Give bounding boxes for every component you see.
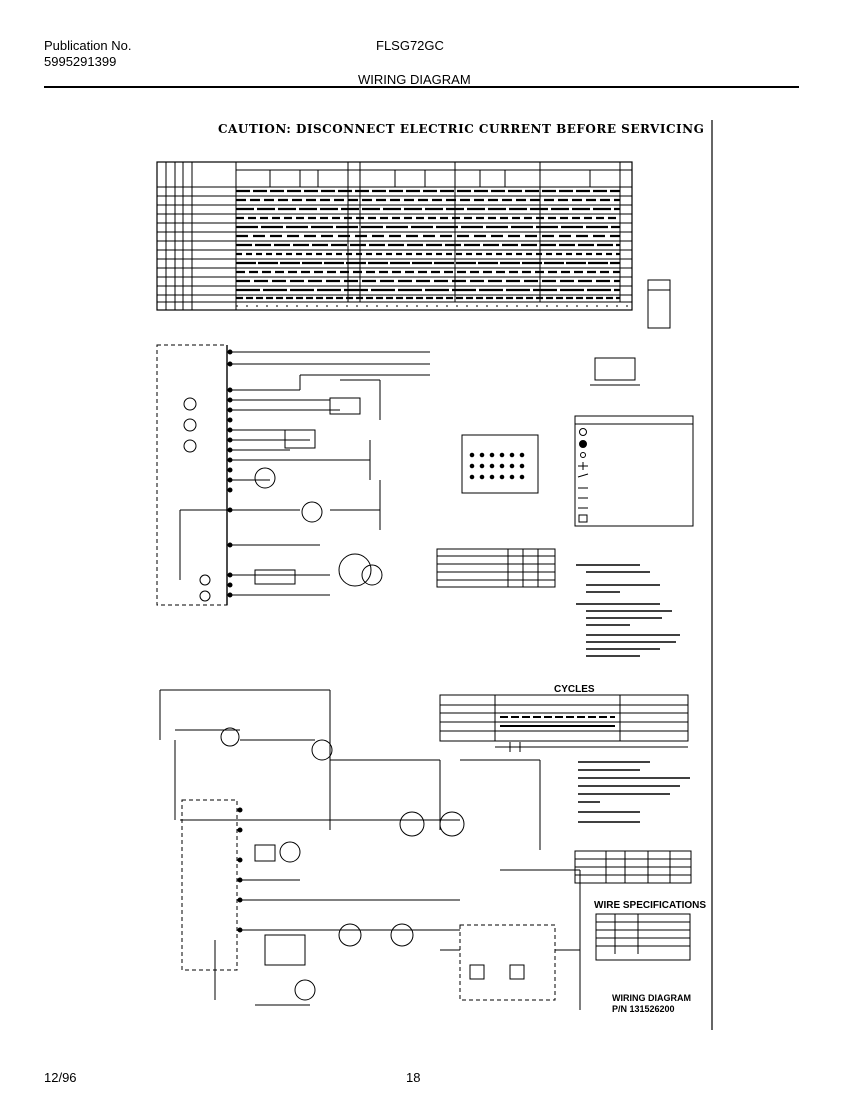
wire-specs-heading: WIRE SPECIFICATIONS <box>594 900 707 911</box>
caution-text: CAUTION: DISCONNECT ELECTRIC CURRENT BEF… <box>218 122 705 136</box>
diagram-caption-line2: P/N 131526200 <box>612 1004 675 1014</box>
footer-date: 12/96 <box>44 1070 77 1085</box>
cycles-notes-lines <box>578 761 690 823</box>
selector-table <box>436 548 556 588</box>
header-rule <box>44 86 799 88</box>
publication-label: Publication No. <box>44 38 132 53</box>
notes-text-lines <box>576 564 680 657</box>
wire-specs-table <box>595 913 691 961</box>
washer-schematic <box>156 344 430 606</box>
cycles-heading: CYCLES <box>554 684 595 695</box>
plug-detail <box>461 434 539 494</box>
page-number: 18 <box>406 1070 421 1085</box>
model-number: FLSG72GC <box>376 38 444 53</box>
cycles-table <box>439 694 689 752</box>
symbol-legend <box>574 415 694 527</box>
publication-number: 5995291399 <box>44 54 117 69</box>
dryer-schematic <box>159 689 581 1010</box>
subassembly-detail <box>590 357 640 386</box>
timer-legend-box <box>647 279 671 329</box>
fabric-selector-table <box>574 850 692 884</box>
timer-sequence-chart <box>156 161 633 311</box>
diagram-caption-line1: WIRING DIAGRAM <box>612 993 691 1003</box>
timer-chart-bars <box>236 189 620 300</box>
section-title: WIRING DIAGRAM <box>358 72 471 87</box>
